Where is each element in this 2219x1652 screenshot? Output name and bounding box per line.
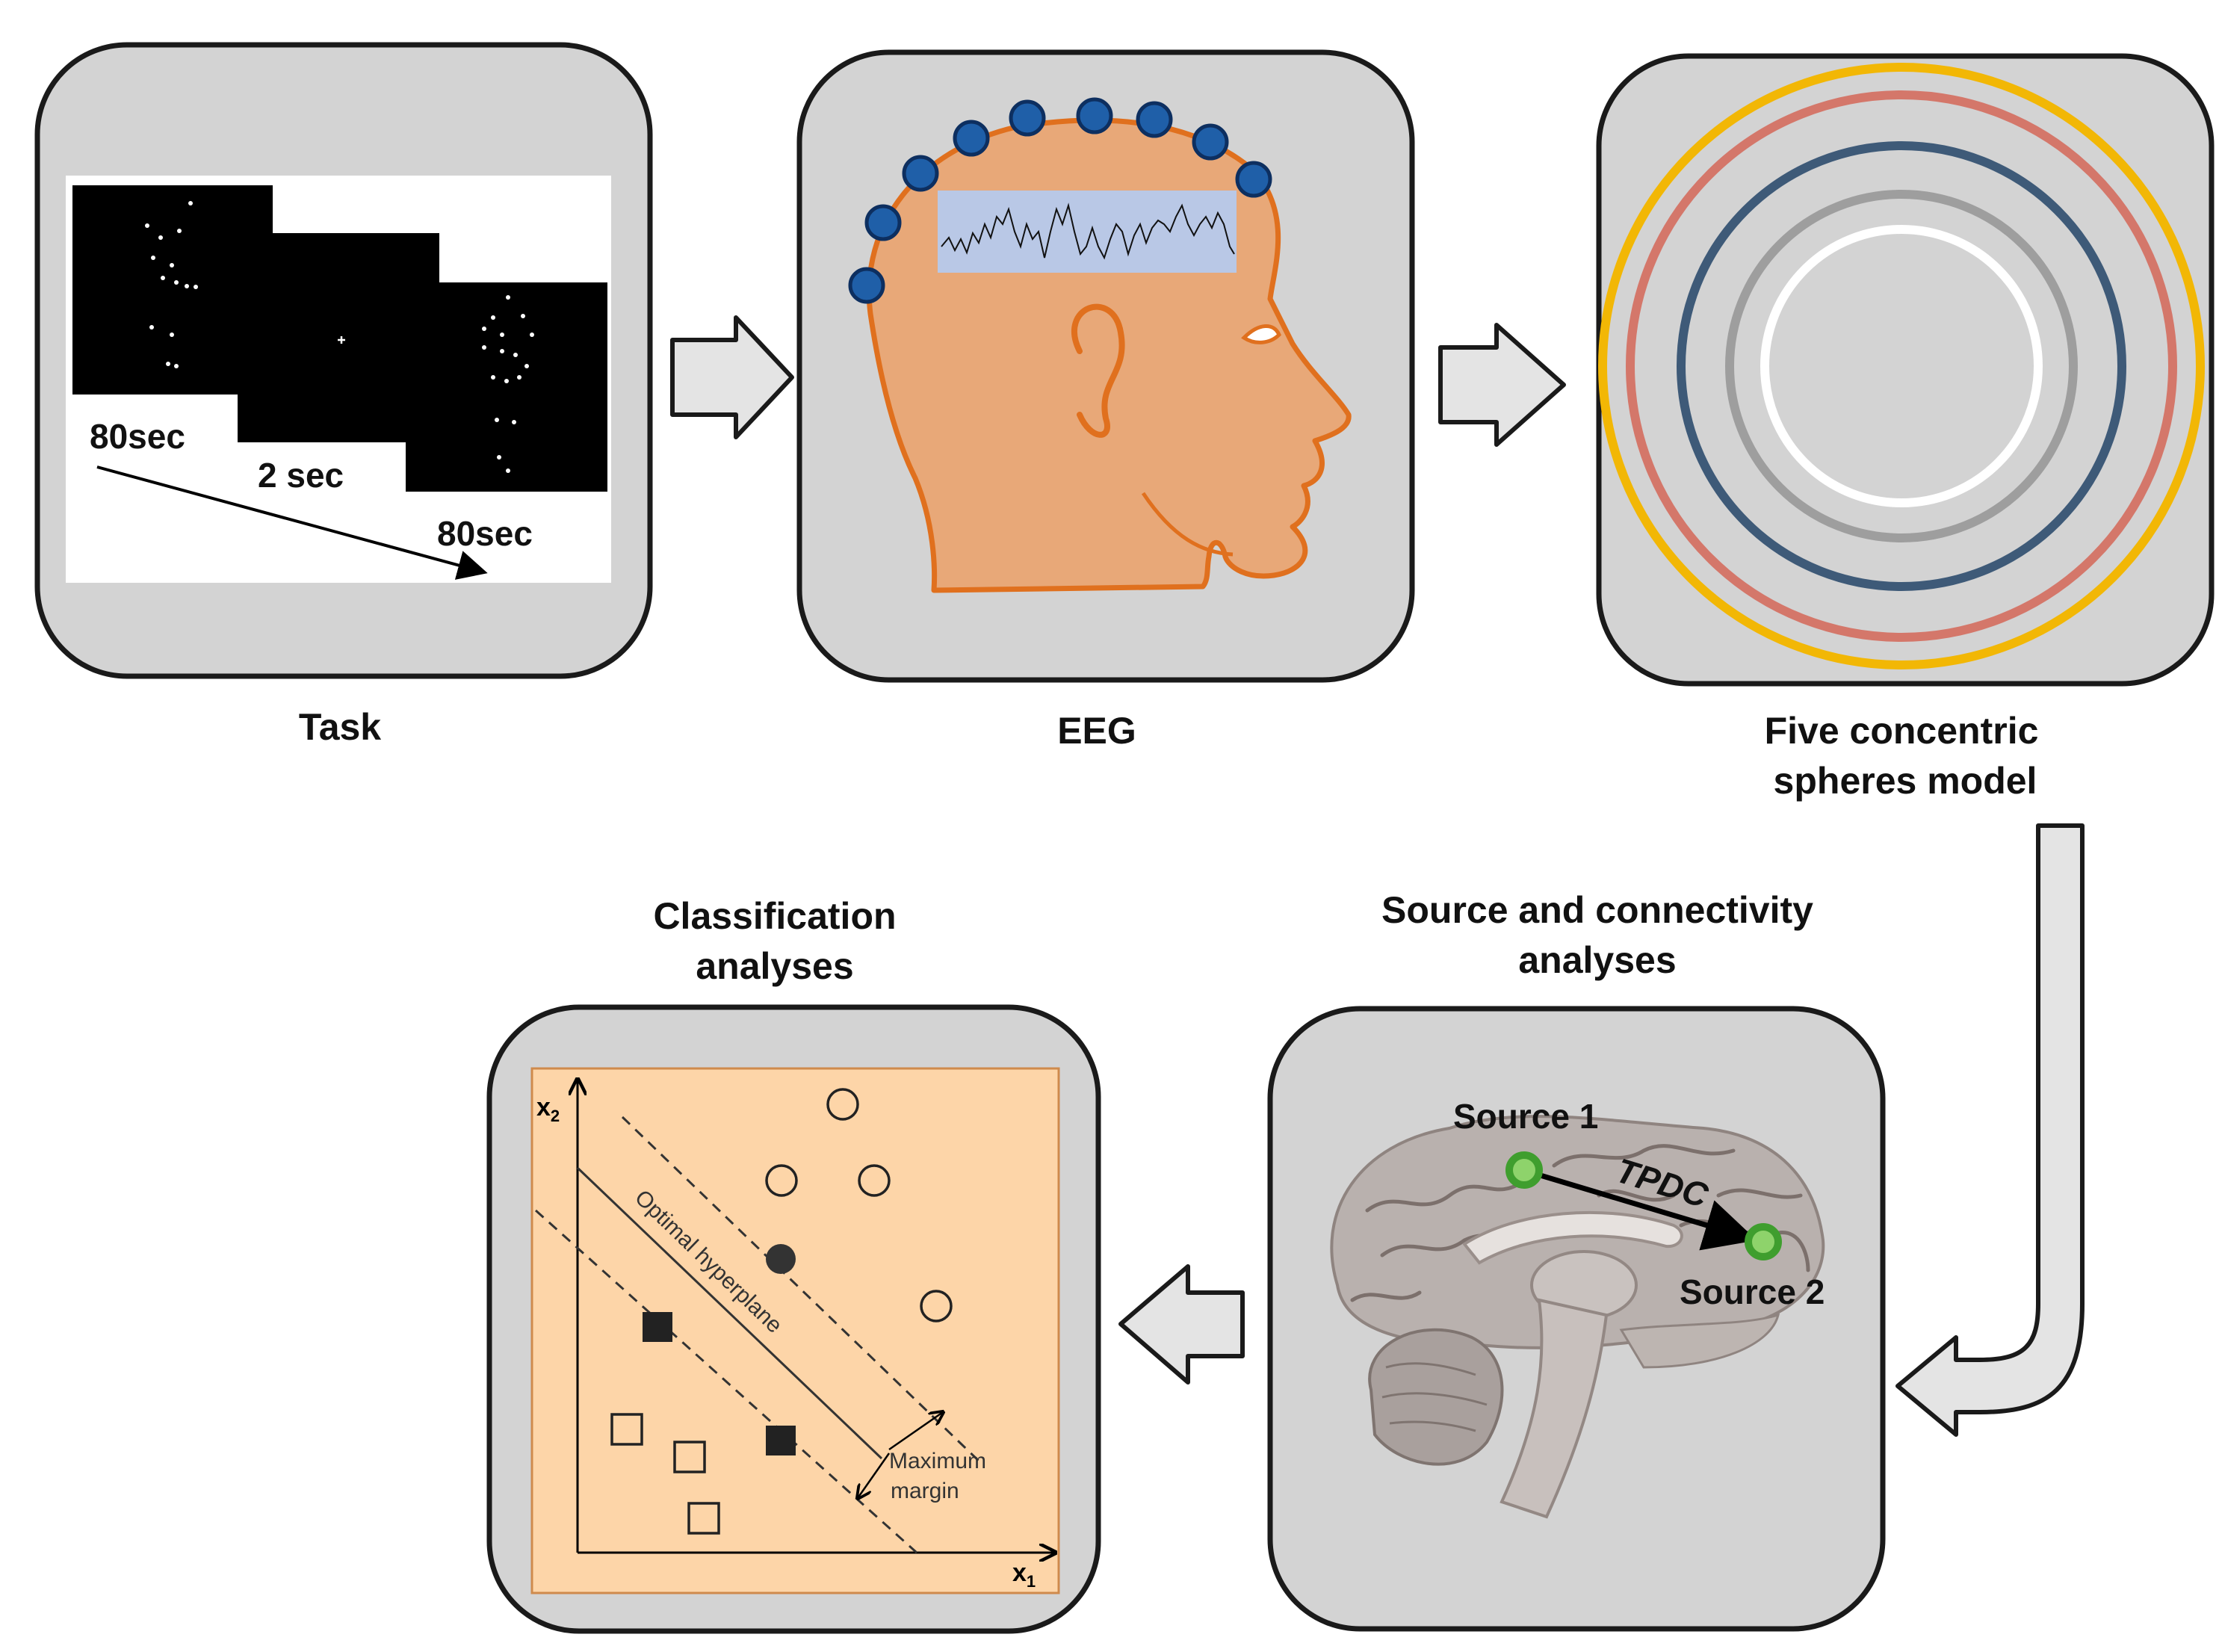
spheres-label-line2: spheres model [1774,760,2037,802]
task-label: Task [299,706,381,748]
support-vector-squares [643,1312,796,1455]
source-label-line2: analyses [1518,939,1676,981]
class-circles [765,1088,953,1322]
sphere-ring-4 [1725,190,2078,542]
eye [1241,324,1281,344]
source-1-label: Source 1 [1453,1097,1598,1136]
spheres-panel [1596,53,2215,687]
eeg-panel [796,49,1415,683]
ear [1071,303,1125,438]
x-axis-label: x1 [1012,1559,1036,1591]
classification-label-line2: analyses [696,945,853,987]
support-vector-circle [766,1244,796,1274]
task-panel: 80sec 2 sec 80sec [34,42,653,679]
spheres-label-line1: Five concentric [1765,710,2039,752]
class-squares [610,1413,720,1535]
brain-sagittal [1330,1115,1825,1519]
classification-panel: x2 x1 Optimal hyperplane Maximum margin [486,1004,1101,1634]
sphere-ring-1 [1598,63,2205,669]
stimulus-screen-3 [406,282,607,492]
flow-arrow-1 [670,315,794,439]
source-2-label: Source 2 [1680,1272,1825,1311]
source-1-marker [1505,1151,1543,1189]
optimal-hyperplane-line [576,1166,883,1460]
flow-arrow-2 [1438,323,1566,447]
task-time-3: 80sec [437,514,533,553]
svm-plot-area [530,1067,1060,1594]
task-time-2: 2 sec [258,456,344,495]
source-2-marker [1745,1223,1782,1260]
margin-line-lower [534,1209,918,1554]
classification-label-line1: Classification [653,895,896,937]
source-panel: Source 1 Source 2 TPDC [1267,1006,1886,1632]
margin-line-upper [621,1116,984,1466]
eeg-label: EEG [1057,710,1136,752]
source-label-line1: Source and connectivity [1381,889,1813,931]
margin-label-line1: Maximum [889,1449,986,1473]
flow-arrow-3 [1895,823,2085,1437]
task-time-1: 80sec [90,417,185,456]
sphere-ring-3 [1677,141,2126,591]
electrodes [848,97,1272,304]
sphere-ring-5 [1760,225,2043,507]
y-axis-label: x2 [536,1093,560,1125]
margin-label-line2: margin [891,1479,959,1503]
flow-arrow-4 [1118,1264,1245,1385]
eeg-waveform [941,202,1235,260]
sphere-ring-2 [1626,90,2177,642]
